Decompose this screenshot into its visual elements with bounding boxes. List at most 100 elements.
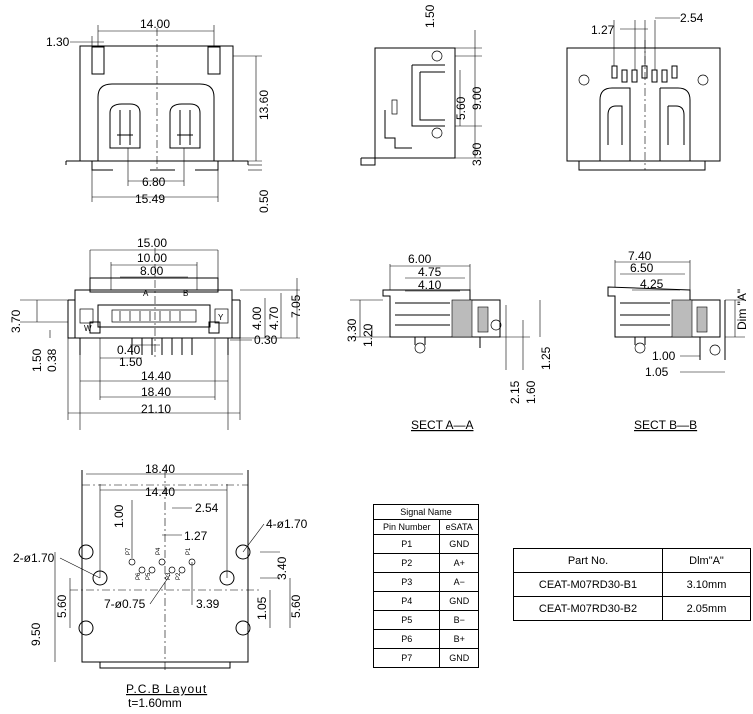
top-dim-1549: 15.49 bbox=[135, 192, 165, 206]
pcb-dim-105: 1.05 bbox=[255, 596, 269, 620]
bb-dim-650: 6.50 bbox=[630, 261, 654, 275]
signal-cell: GND bbox=[439, 591, 479, 611]
pcb-dim-339: 3.39 bbox=[196, 597, 220, 611]
side-dim-150: 1.50 bbox=[423, 4, 437, 28]
part-col-dim: Dlm"A" bbox=[662, 548, 751, 573]
front-dim-030: 0.30 bbox=[254, 333, 278, 347]
rear-dim-254: 2.54 bbox=[680, 11, 704, 25]
part-cell: CEAT-M07RD30-B2 bbox=[513, 596, 663, 621]
front-dim-1840: 18.40 bbox=[141, 385, 171, 399]
top-dim-050: 0.50 bbox=[257, 189, 271, 213]
signal-col-sig: eSATA bbox=[439, 519, 479, 535]
bb-dim-100: 1.00 bbox=[652, 349, 676, 363]
front-mark-y: Y bbox=[218, 313, 224, 322]
aa-dim-125: 1.25 bbox=[539, 346, 553, 370]
bb-dim-105: 1.05 bbox=[645, 365, 669, 379]
front-mark-b: B bbox=[183, 289, 188, 298]
part-cell: CEAT-M07RD30-B1 bbox=[513, 572, 663, 597]
front-dim-150: 1.50 bbox=[30, 348, 44, 372]
aa-dim-120: 1.20 bbox=[361, 323, 375, 347]
aa-dim-215: 2.15 bbox=[508, 380, 522, 404]
front-dim-040: 0.40 bbox=[117, 343, 141, 357]
pcb-pad-p6: P6 bbox=[136, 572, 142, 580]
pcb-dim-1440: 14.40 bbox=[145, 485, 175, 499]
front-dim-400: 4.00 bbox=[250, 306, 264, 330]
pcb-dim-100: 1.00 bbox=[112, 504, 126, 528]
front-dim-370: 3.70 bbox=[9, 309, 23, 333]
bb-dim-740: 7.40 bbox=[628, 249, 652, 263]
front-dim-150b: 1.50 bbox=[119, 355, 143, 369]
pcb-dim-127: 1.27 bbox=[184, 529, 208, 543]
aa-dim-410: 4.10 bbox=[418, 278, 442, 292]
aa-dim-600: 6.00 bbox=[408, 252, 432, 266]
side-view: 1.50 5.60 9.00 3.90 bbox=[360, 4, 484, 166]
bb-dim-a: Dim "A" bbox=[735, 289, 749, 330]
pcb-dim-560: 5.60 bbox=[55, 594, 69, 618]
aa-dim-330: 3.30 bbox=[345, 318, 359, 342]
pcb-layout: P7 P6 P5 P4 P3 P2 P1 18.40 14.40 1.00 2.… bbox=[13, 462, 308, 710]
aa-dim-475: 4.75 bbox=[418, 265, 442, 279]
front-leads bbox=[131, 338, 193, 355]
front-dim-800: 8.00 bbox=[140, 264, 164, 278]
part-col-part: Part No. bbox=[513, 548, 663, 573]
pcb-hole2: 2-ø1.70 bbox=[13, 551, 55, 565]
rear-view: 1.27 2.54 bbox=[566, 11, 721, 171]
front-dim-038: 0.38 bbox=[45, 348, 59, 372]
pin-cell: P6 bbox=[372, 629, 441, 649]
front-dim-470: 4.70 bbox=[267, 306, 281, 330]
front-mark-a: A bbox=[143, 289, 149, 298]
front-view: W Y A B 15.00 10.00 8.00 3.70 bbox=[9, 236, 303, 430]
front-dim-1440: 14.40 bbox=[141, 369, 171, 383]
front-dim-2110: 21.10 bbox=[141, 402, 171, 416]
bb-title: SECT B—B bbox=[634, 418, 697, 432]
pcb-dim-1840: 18.40 bbox=[145, 462, 175, 476]
signal-cell: GND bbox=[439, 534, 479, 554]
pcb-dim-560b: 5.60 bbox=[289, 594, 303, 618]
front-contacts bbox=[119, 311, 181, 321]
pin-cell: P7 bbox=[372, 648, 441, 668]
bb-dim-425: 4.25 bbox=[640, 277, 664, 291]
signal-cell: B− bbox=[439, 610, 479, 630]
aa-dim-160: 1.60 bbox=[524, 380, 538, 404]
pin-cell: P1 bbox=[372, 534, 441, 554]
signal-table-title: Signal Name bbox=[373, 504, 479, 520]
signal-cell: A− bbox=[439, 572, 479, 592]
signal-col-pin: Pin Number bbox=[372, 519, 441, 535]
front-dim-1500: 15.00 bbox=[137, 236, 167, 250]
top-dim-14: 14.00 bbox=[140, 17, 170, 31]
section-aa: 6.00 4.75 4.10 3.30 1.20 2.15 1.60 1.25 … bbox=[345, 252, 553, 432]
pcb-pad-p5: P5 bbox=[146, 572, 152, 580]
pin-cell: P3 bbox=[372, 572, 441, 592]
section-bb: 7.40 6.50 4.25 Dim "A" 1.00 1.05 SECT B—… bbox=[607, 249, 749, 432]
pcb-pad-p2: P2 bbox=[176, 572, 182, 580]
pcb-pad-p1: P1 bbox=[186, 547, 192, 555]
pcb-dim-340: 3.40 bbox=[275, 556, 289, 580]
front-mark-w: W bbox=[84, 324, 92, 333]
pin-cell: P5 bbox=[372, 610, 441, 630]
side-dim-390: 3.90 bbox=[470, 142, 484, 166]
pcb-hole4: 4-ø1.70 bbox=[266, 517, 308, 531]
top-dim-130: 1.30 bbox=[46, 35, 70, 49]
front-dim-705: 7.05 bbox=[289, 294, 303, 318]
dim-cell: 3.10mm bbox=[662, 572, 751, 597]
signal-cell: GND bbox=[439, 648, 479, 668]
rear-dim-127: 1.27 bbox=[591, 23, 615, 37]
signal-cell: B+ bbox=[439, 629, 479, 649]
side-dim-560: 5.60 bbox=[454, 96, 468, 120]
dim-cell: 2.05mm bbox=[662, 596, 751, 621]
pcb-pad-p4: P4 bbox=[156, 547, 162, 555]
side-dim-900: 9.00 bbox=[470, 86, 484, 110]
front-dim-1000: 10.00 bbox=[137, 251, 167, 265]
pcb-pad-p7: P7 bbox=[126, 547, 132, 555]
